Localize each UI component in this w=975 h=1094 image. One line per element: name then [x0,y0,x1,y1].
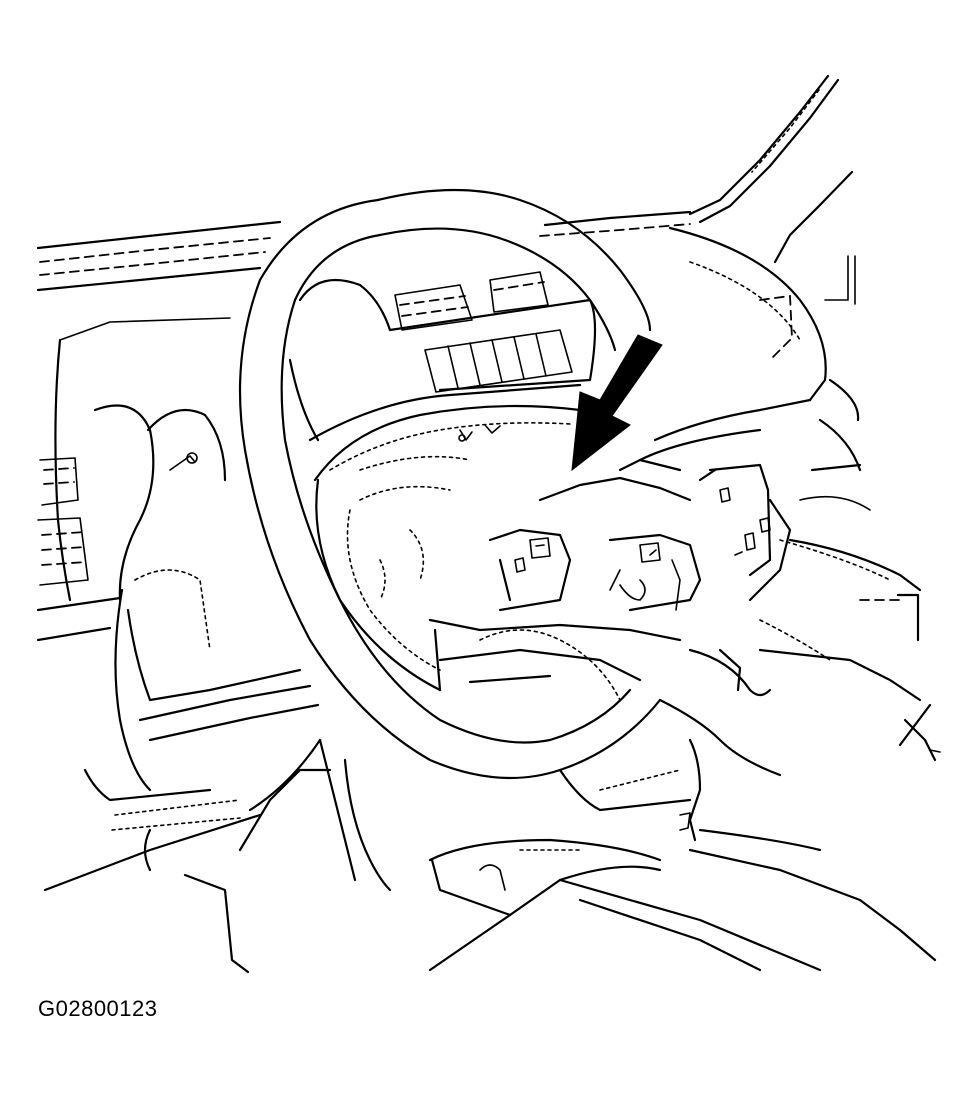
column-switch-assembly [428,458,792,701]
lower-left-panel [43,569,332,974]
location-arrow [571,334,663,472]
windshield-pillar [688,74,856,305]
steering-hub [313,404,582,692]
dashboard-top-right [539,210,827,402]
figure-code-label: G02800123 [38,996,158,1021]
steering-wheel-rim [238,188,662,780]
steering-column-shroud [318,698,937,972]
dashboard-top-left [36,220,282,341]
left-dash-vent [36,338,227,642]
right-dash-panel [638,378,941,762]
instrument-cluster [288,271,597,442]
